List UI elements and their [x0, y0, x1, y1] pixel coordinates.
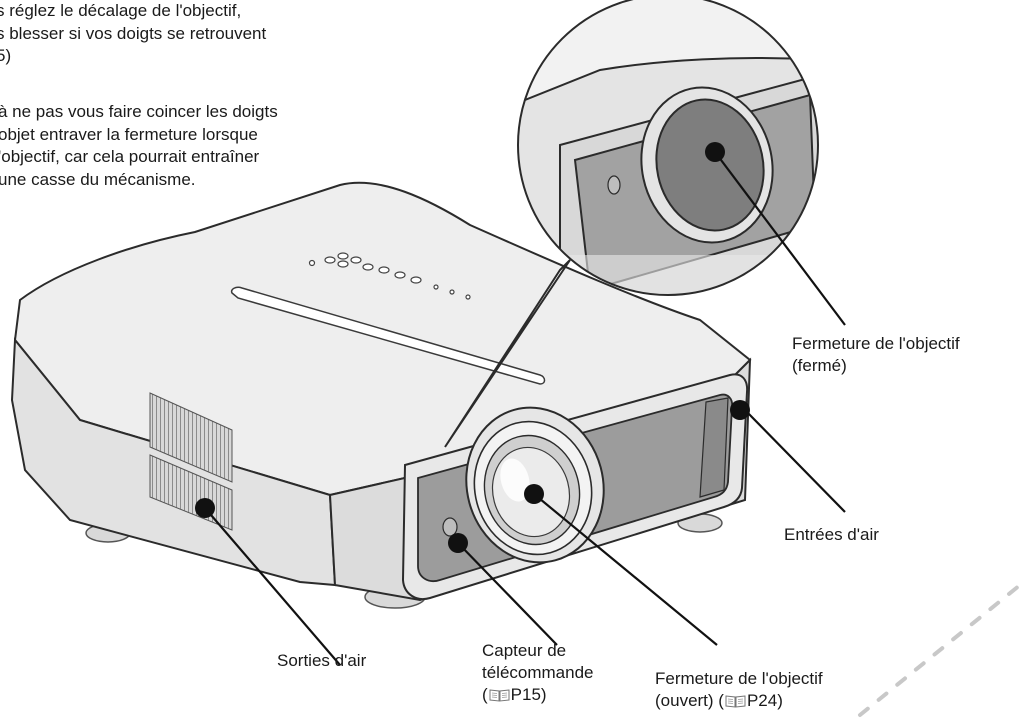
label-air-intake: Entrées d'air [784, 524, 879, 546]
watermark-stroke [860, 585, 1020, 715]
open-book-icon [489, 688, 510, 702]
label-shutter-closed: Fermeture de l'objectif (fermé) [792, 333, 960, 377]
page-ref: (P15) [482, 684, 594, 706]
label-air-outlet: Sorties d'air [277, 650, 366, 672]
open-book-icon [725, 694, 746, 708]
label-remote-sensor: Capteur de télécommande (P15) [482, 640, 594, 706]
callout-dot [448, 533, 468, 553]
callout-dot [705, 142, 725, 162]
callout-dot [195, 498, 215, 518]
callout-dot [730, 400, 750, 420]
callout-dot [524, 484, 544, 504]
page-ref: (ouvert) (P24) [655, 690, 823, 712]
label-shutter-open: Fermeture de l'objectif (ouvert) (P24) [655, 668, 823, 712]
